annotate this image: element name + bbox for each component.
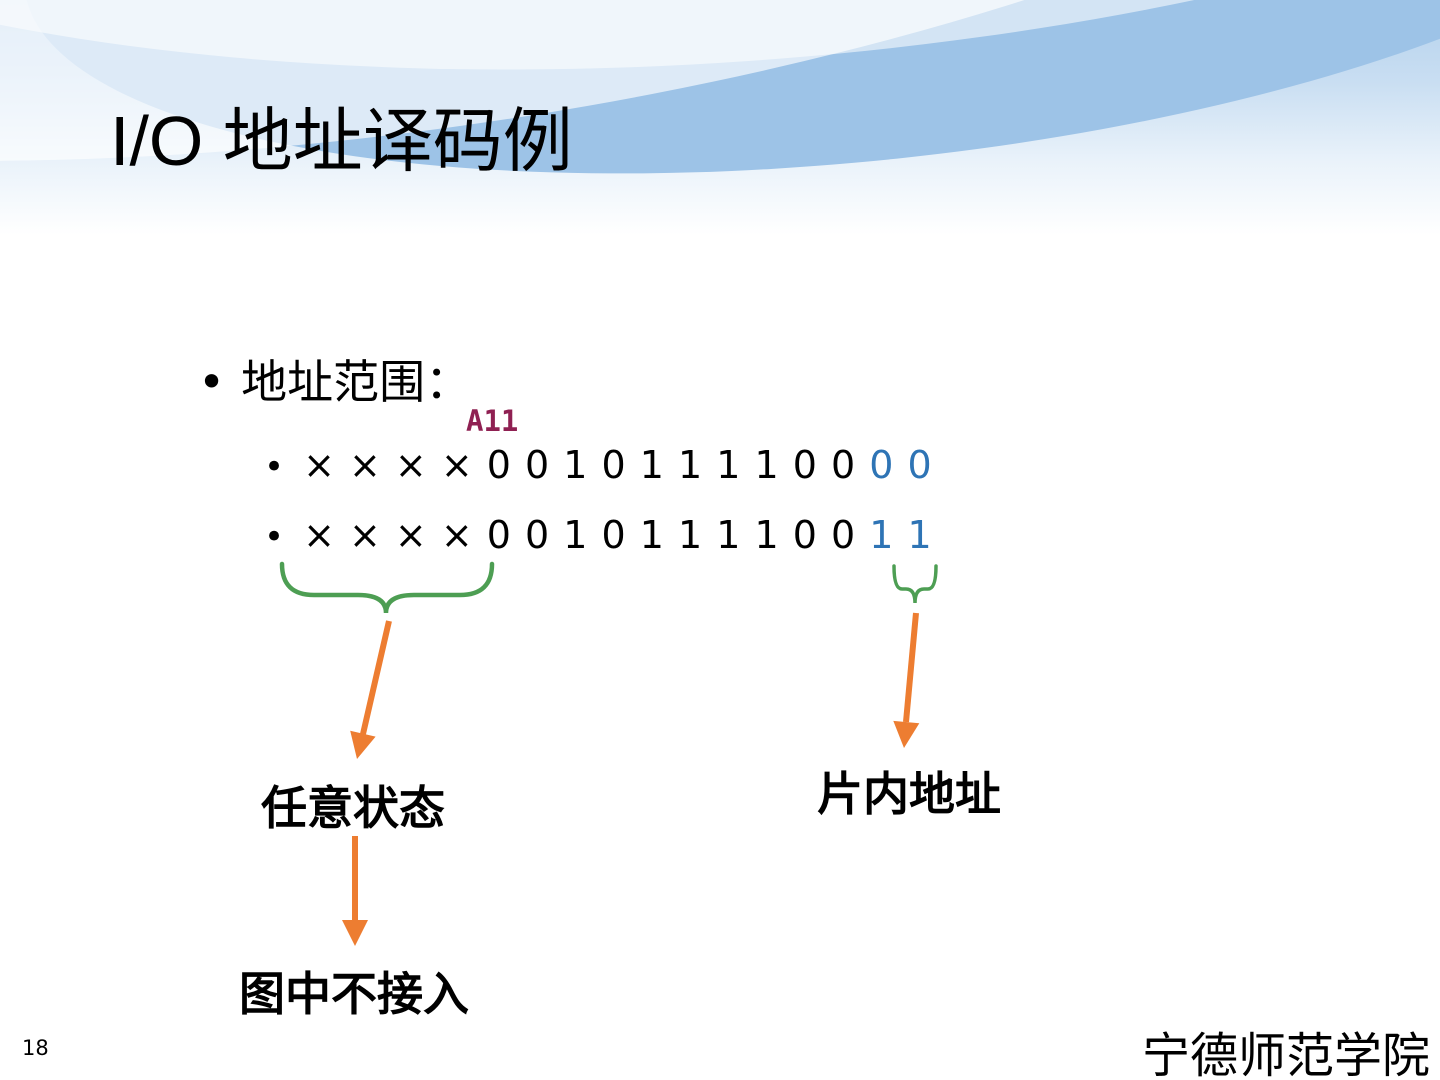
- underbrace-dont-care-bits: [279, 561, 495, 614]
- arrow-not-connected-head: [342, 920, 368, 946]
- bullet-marker: •: [198, 355, 226, 409]
- address-row-2-chip-bits: 1 1: [869, 513, 933, 557]
- bullet-marker: •: [264, 517, 286, 557]
- bullet-marker: •: [264, 447, 286, 487]
- address-row-1-prefix: × × × × 0 0 1 0 1 1 1 1 0 0: [303, 443, 870, 487]
- address-row-1-chip-bits: 0 0: [869, 443, 933, 487]
- page-title-cjk: 地址译码例: [222, 100, 573, 182]
- address-row-2: • × × × × 0 0 1 0 1 1 1 1 0 0 1 1: [264, 513, 933, 557]
- address-range-bullet: • 地址范围：: [198, 346, 471, 412]
- page-title-prefix: I/O: [110, 102, 223, 180]
- arrow-chip-address-head: [893, 720, 920, 748]
- page-title: I/O 地址译码例: [110, 98, 573, 186]
- underbrace-chip-bits: [892, 564, 938, 604]
- arrow-dont-care: [360, 620, 392, 735]
- label-not-connected: 图中不接入: [239, 967, 469, 1021]
- arrow-dont-care-head: [350, 730, 376, 759]
- arrow-chip-address: [903, 612, 919, 723]
- a11-bit-label: A11: [466, 404, 519, 438]
- label-any-state: 任意状态: [261, 781, 445, 835]
- address-row-1: • × × × × 0 0 1 0 1 1 1 1 0 0 0 0: [264, 443, 933, 487]
- footer-school-name: 宁德师范学院: [1141, 1028, 1430, 1080]
- page-number: 18: [22, 1036, 49, 1060]
- address-row-2-prefix: × × × × 0 0 1 0 1 1 1 1 0 0: [303, 513, 870, 557]
- header-gradient: [0, 0, 1440, 235]
- label-chip-address: 片内地址: [817, 767, 1001, 821]
- address-range-label: 地址范围：: [241, 355, 472, 409]
